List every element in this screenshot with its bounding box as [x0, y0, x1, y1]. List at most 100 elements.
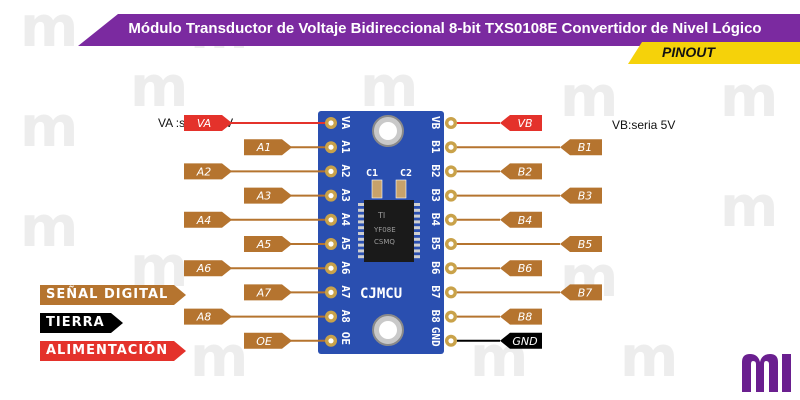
callout-tag-left: [184, 211, 232, 228]
callout-label-right: B3: [578, 190, 593, 203]
pin-hole: [328, 265, 334, 271]
board-pin-label-left: A5: [339, 237, 352, 250]
pin-hole: [448, 265, 454, 271]
callout-label-left: VA: [197, 117, 211, 130]
callout-tag-left: [244, 332, 292, 349]
callout-label-left: OE: [256, 335, 272, 348]
callout-tag-right: [500, 260, 542, 277]
callout-tag-left: [184, 115, 232, 131]
callout-tag-left: [244, 139, 292, 156]
pin-hole: [328, 241, 334, 247]
chip-leg: [414, 226, 420, 230]
callout-label-left: A2: [196, 165, 212, 178]
board-pin-label-right: B7: [429, 285, 442, 298]
callout-tag-left: [184, 163, 232, 180]
chip-leg: [414, 208, 420, 212]
legend-arrow: [174, 285, 187, 305]
chip-leg: [414, 243, 420, 247]
board-pin-label-right: GND: [429, 327, 442, 347]
callout-label-left: A8: [196, 311, 212, 324]
capacitor-c1: [371, 179, 383, 199]
callout-tag-left: [184, 308, 232, 325]
chip-marking-3: CSMQ: [374, 238, 395, 246]
board-pin-label-left: A2: [339, 164, 352, 177]
callout-tag-right: [500, 163, 542, 180]
board-pin-label-right: B5: [429, 237, 442, 250]
chip-leg: [414, 232, 420, 235]
callout-tag-right: [500, 211, 542, 228]
callout-label-right: B8: [518, 311, 533, 324]
chip-leg: [358, 237, 364, 241]
callout-label-left: A4: [196, 214, 212, 227]
board-pin-label-right: VB: [429, 116, 442, 130]
callout-label-right: B5: [578, 238, 593, 251]
callout-tag-right: [560, 284, 602, 301]
board-pin-label-left: A4: [339, 213, 352, 227]
watermark-m: m: [20, 0, 79, 60]
legend-arrow: [110, 313, 123, 333]
callout-tag-left: [184, 260, 232, 277]
legend-arrow: [174, 341, 187, 361]
chip-leg: [358, 220, 364, 224]
callout-label-left: A6: [196, 262, 212, 275]
legend-power-label: ALIMENTACIÓN: [46, 343, 169, 358]
board-pin-label-right: B6: [429, 261, 442, 275]
board-pin-label-right: B2: [429, 164, 442, 177]
board-pin-label-left: A3: [339, 189, 352, 202]
pin-hole: [328, 144, 334, 150]
chip-leg: [414, 249, 420, 253]
callout-tag-left: [244, 284, 292, 301]
callout-tag-left: [244, 187, 292, 204]
callout-label-right: B4: [518, 214, 533, 227]
watermark-m: m: [360, 55, 419, 120]
callout-tag-right: [500, 308, 542, 325]
chip-leg: [414, 255, 420, 259]
board-pin-label-right: B3: [429, 189, 442, 202]
board-pin-label-left: A8: [339, 310, 352, 323]
capacitor-c2: [395, 179, 407, 199]
chip-leg: [358, 255, 364, 259]
callout-label-right: VB: [517, 117, 532, 130]
chip-leg: [358, 214, 364, 218]
mounting-hole-bottom-inner: [379, 321, 397, 339]
chip-leg: [414, 220, 420, 224]
callout-tag-right: [560, 236, 602, 252]
board-pin-label-left: OE: [339, 332, 352, 345]
vb-supply-note: VB:seria 5V: [612, 118, 676, 132]
pin-hole: [448, 314, 454, 320]
pin-hole: [328, 193, 334, 199]
mounting-hole-top-inner: [379, 122, 397, 140]
board-pin-label-left: A6: [339, 261, 352, 275]
legend-signal: SEÑAL DIGITAL: [40, 285, 187, 305]
chip-leg: [414, 214, 420, 218]
callout-label-left: A3: [256, 190, 272, 203]
pin-hole: [328, 338, 334, 344]
ic-chip: TI YF08E CSMQ: [358, 200, 420, 262]
c1-label: C1: [366, 168, 378, 179]
callout-tag-right: [500, 332, 542, 349]
callout-tag-right: [560, 187, 602, 204]
chip-leg: [358, 232, 364, 235]
watermark-m: m: [130, 55, 189, 120]
chip-marking-1: TI: [377, 211, 385, 220]
watermark-m: m: [720, 65, 779, 130]
chip-leg: [358, 243, 364, 247]
brand-logo: [742, 354, 791, 392]
board-pin-label-left: A1: [339, 140, 352, 154]
pin-hole: [448, 217, 454, 223]
chip-leg: [358, 249, 364, 253]
board-pin-label-right: B8: [429, 310, 442, 323]
chip-leg: [358, 203, 364, 206]
pin-hole: [448, 241, 454, 247]
callout-label-left: A1: [256, 141, 272, 154]
legend-ground-label: TIERRA: [46, 315, 105, 330]
page-title: Módulo Transductor de Voltaje Bidireccio…: [128, 20, 762, 37]
pin-hole: [328, 168, 334, 174]
callout-label-left: A7: [256, 286, 272, 299]
title-banner: [78, 14, 800, 46]
callout-tag-right: [560, 139, 602, 156]
board-pin-label-left: VA: [339, 116, 352, 130]
pin-hole: [448, 289, 454, 295]
pinout-tag-label: PINOUT: [662, 44, 715, 60]
